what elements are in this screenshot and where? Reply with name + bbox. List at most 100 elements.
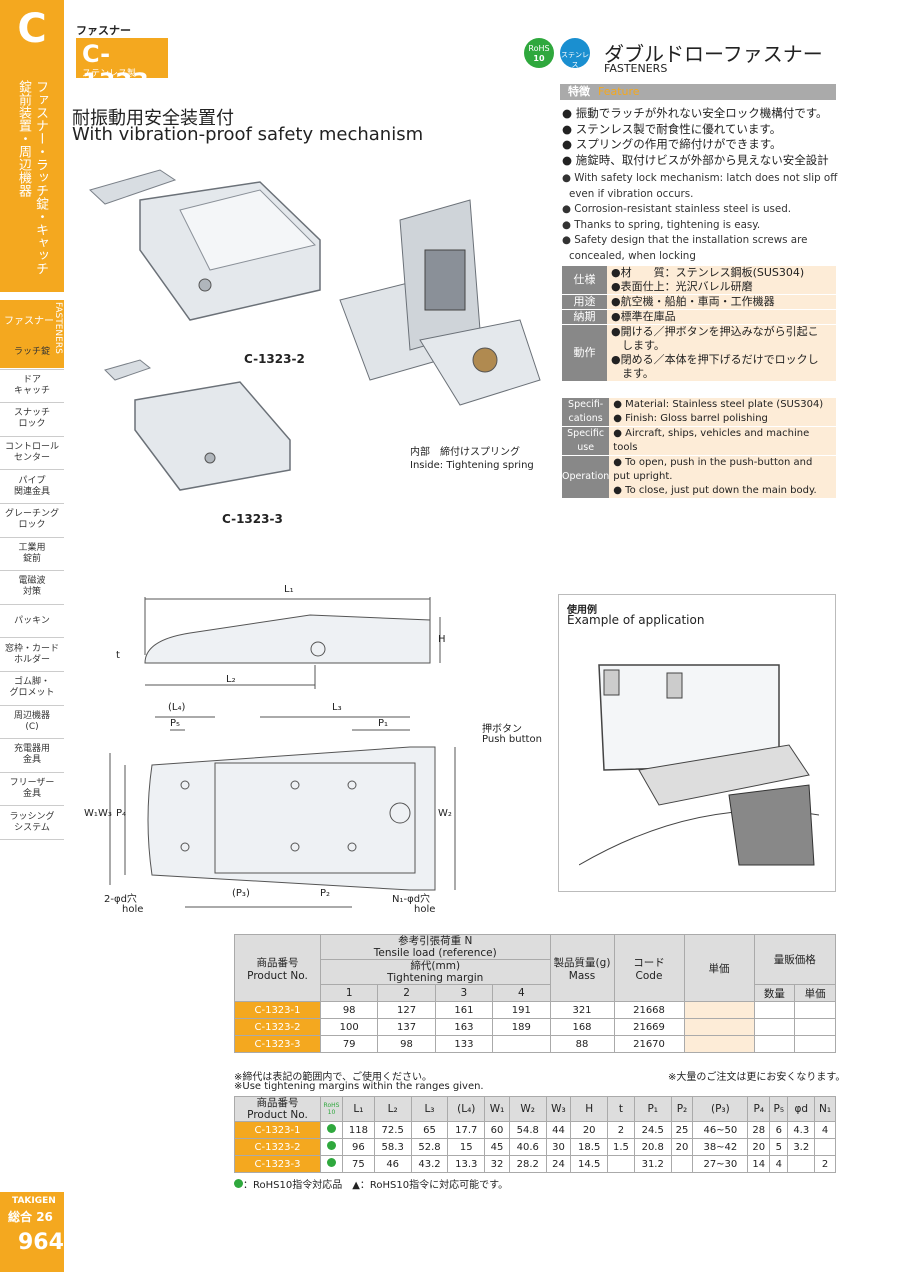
spec-row: 納期●標準在庫品 [562, 309, 836, 325]
example-illustration [579, 664, 819, 866]
th-col: P₅ [769, 1096, 789, 1122]
th-col: W₂ [508, 1096, 547, 1122]
table-cell: 52.8 [410, 1138, 449, 1156]
th-col: W₃ [545, 1096, 572, 1122]
sidebar-item[interactable]: ゴム脚・ グロメット [0, 672, 64, 706]
spec-value: ● Aircraft, ships, vehicles and machine … [609, 426, 836, 456]
table-cell: 14.5 [570, 1155, 609, 1173]
sidebar-list: ラッチ錠ドア キャッチスナッチ ロックコントロール センターパイプ 関連金具グレ… [0, 336, 64, 840]
table-cell: 137 [377, 1018, 436, 1036]
dim-p2: P₂ [320, 888, 331, 899]
push-button-label: 押ボタン [482, 724, 522, 735]
note-2: ※Use tightening margins within the range… [234, 1081, 484, 1092]
sidebar-label-en: FASTENERS [53, 302, 63, 354]
spec-header: Specifi- cations [562, 398, 610, 427]
spec-header: Operation [562, 455, 610, 499]
th-bulk: 量販価格 [753, 934, 836, 985]
table-cell: 21669 [613, 1018, 685, 1036]
th-qty: 数量 [753, 984, 796, 1002]
spec-value: ● Material: Stainless steel plate (SUS30… [609, 398, 836, 427]
sidebar-item[interactable]: 工業用 錠前 [0, 538, 64, 572]
product-image-inner [339, 199, 541, 406]
table-cell [607, 1155, 635, 1173]
unit-cell [794, 1018, 836, 1036]
sidebar-item[interactable]: パイプ 関連金具 [0, 470, 64, 504]
sidebar-item[interactable]: コントロール センター [0, 437, 64, 471]
spec-value: ● To open, push in the push-button and p… [609, 455, 836, 499]
table-cell: 31.2 [633, 1155, 672, 1173]
dim-p5: P₅ [170, 718, 181, 729]
table-cell: 88 [549, 1035, 615, 1053]
table-cell: 4 [769, 1155, 789, 1173]
sidebar-item[interactable]: ラッチ錠 [0, 336, 64, 370]
page-number: 964 [18, 1230, 64, 1255]
table-cell: 27~30 [692, 1155, 749, 1173]
sidebar-item[interactable]: 充電器用 金具 [0, 739, 64, 773]
table-cell: 13.3 [447, 1155, 486, 1173]
dim-p3: (P₃) [232, 888, 250, 899]
qty-cell [753, 1001, 796, 1019]
material-label: ステンレス製 [82, 69, 137, 79]
table-cell: C-1323-1 [234, 1001, 321, 1019]
note-1: ※締代は表記の範囲内で、ご使用ください。 [234, 1072, 432, 1083]
th-col: 1 [319, 984, 379, 1002]
price-cell [683, 1035, 755, 1053]
th-rohs: RoHS 10 [320, 1096, 343, 1122]
sidebar-item[interactable]: スナッチ ロック [0, 403, 64, 437]
note-3: ※大量のご注文は更にお安くなります。 [668, 1072, 846, 1083]
spec-header: 用途 [562, 294, 607, 310]
category-title: ファスナー・ラッチ錠・キャッチ [33, 80, 48, 275]
sidebar-item-fasteners[interactable]: ファスナー FASTENERS [0, 300, 64, 368]
sidebar-item[interactable]: ドア キャッチ [0, 370, 64, 404]
dim-w2: W₂ [438, 808, 452, 819]
th-col: L₁ [342, 1096, 375, 1122]
sidebar-item[interactable]: グレーチング ロック [0, 504, 64, 538]
unit-cell [794, 1035, 836, 1053]
dim-h: H [438, 634, 446, 645]
table-cell: 20 [747, 1138, 771, 1156]
table-cell: 58.3 [373, 1138, 412, 1156]
sidebar-item[interactable]: 電磁波 対策 [0, 571, 64, 605]
brand-name: TAKIGEN [12, 1196, 56, 1206]
table-cell: 118 [342, 1121, 375, 1139]
table-cell: C-1323-3 [234, 1035, 321, 1053]
table-cell: 45 [484, 1138, 510, 1156]
th-product: 商品番号 Product No. [234, 1096, 321, 1122]
table-cell: 75 [342, 1155, 375, 1173]
table-cell: 43.2 [410, 1155, 449, 1173]
dimension-drawing [109, 597, 456, 908]
table-cell: 21670 [613, 1035, 685, 1053]
unit-cell [794, 1001, 836, 1019]
spec-header: 納期 [562, 309, 607, 325]
rohs-dot-icon [327, 1141, 336, 1150]
sidebar-item[interactable]: パッキン [0, 605, 64, 639]
spec-value: ●開ける／押ボタンを押込みながら引起こ します。 ●閉める／本体を押下げるだけで… [607, 324, 836, 382]
table-cell: 6 [769, 1121, 789, 1139]
table-cell: 3.2 [787, 1138, 816, 1156]
dim-l4: (L₄) [168, 702, 186, 713]
spec-header: 動作 [562, 324, 607, 382]
sidebar-label: ファスナー [4, 316, 54, 327]
dim-t: t [116, 650, 120, 661]
table-cell: C-1323-1 [234, 1121, 321, 1139]
table-cell: 79 [319, 1035, 379, 1053]
th-col: P₁ [633, 1096, 672, 1122]
table-cell: 28.2 [508, 1155, 547, 1173]
table-cell: 4.3 [787, 1121, 816, 1139]
sidebar-item[interactable]: 窓枠・カード ホルダー [0, 638, 64, 672]
sidebar-item[interactable]: フリーザー 金具 [0, 773, 64, 807]
spec-row: Specifi- cations● Material: Stainless st… [562, 398, 836, 427]
feature-list-en: ● With safety lock mechanism: latch does… [562, 172, 838, 262]
spec-row: Operation● To open, push in the push-but… [562, 455, 836, 499]
th-unit: 単価 [794, 984, 836, 1002]
category-block: C ファスナー・ラッチ錠・キャッチ 錠前装置・周辺機器 [0, 0, 64, 292]
th-load: 参考引張荷重 N Tensile load (reference) [320, 934, 551, 960]
dim-l2: L₂ [226, 674, 236, 685]
table-cell: 2 [607, 1121, 635, 1139]
table-cell: 72.5 [373, 1121, 412, 1139]
sidebar-item[interactable]: ラッシング システム [0, 806, 64, 840]
table-cell: 20.8 [633, 1138, 672, 1156]
qty-cell [753, 1018, 796, 1036]
sidebar-item[interactable]: 周辺機器 (C) [0, 706, 64, 740]
